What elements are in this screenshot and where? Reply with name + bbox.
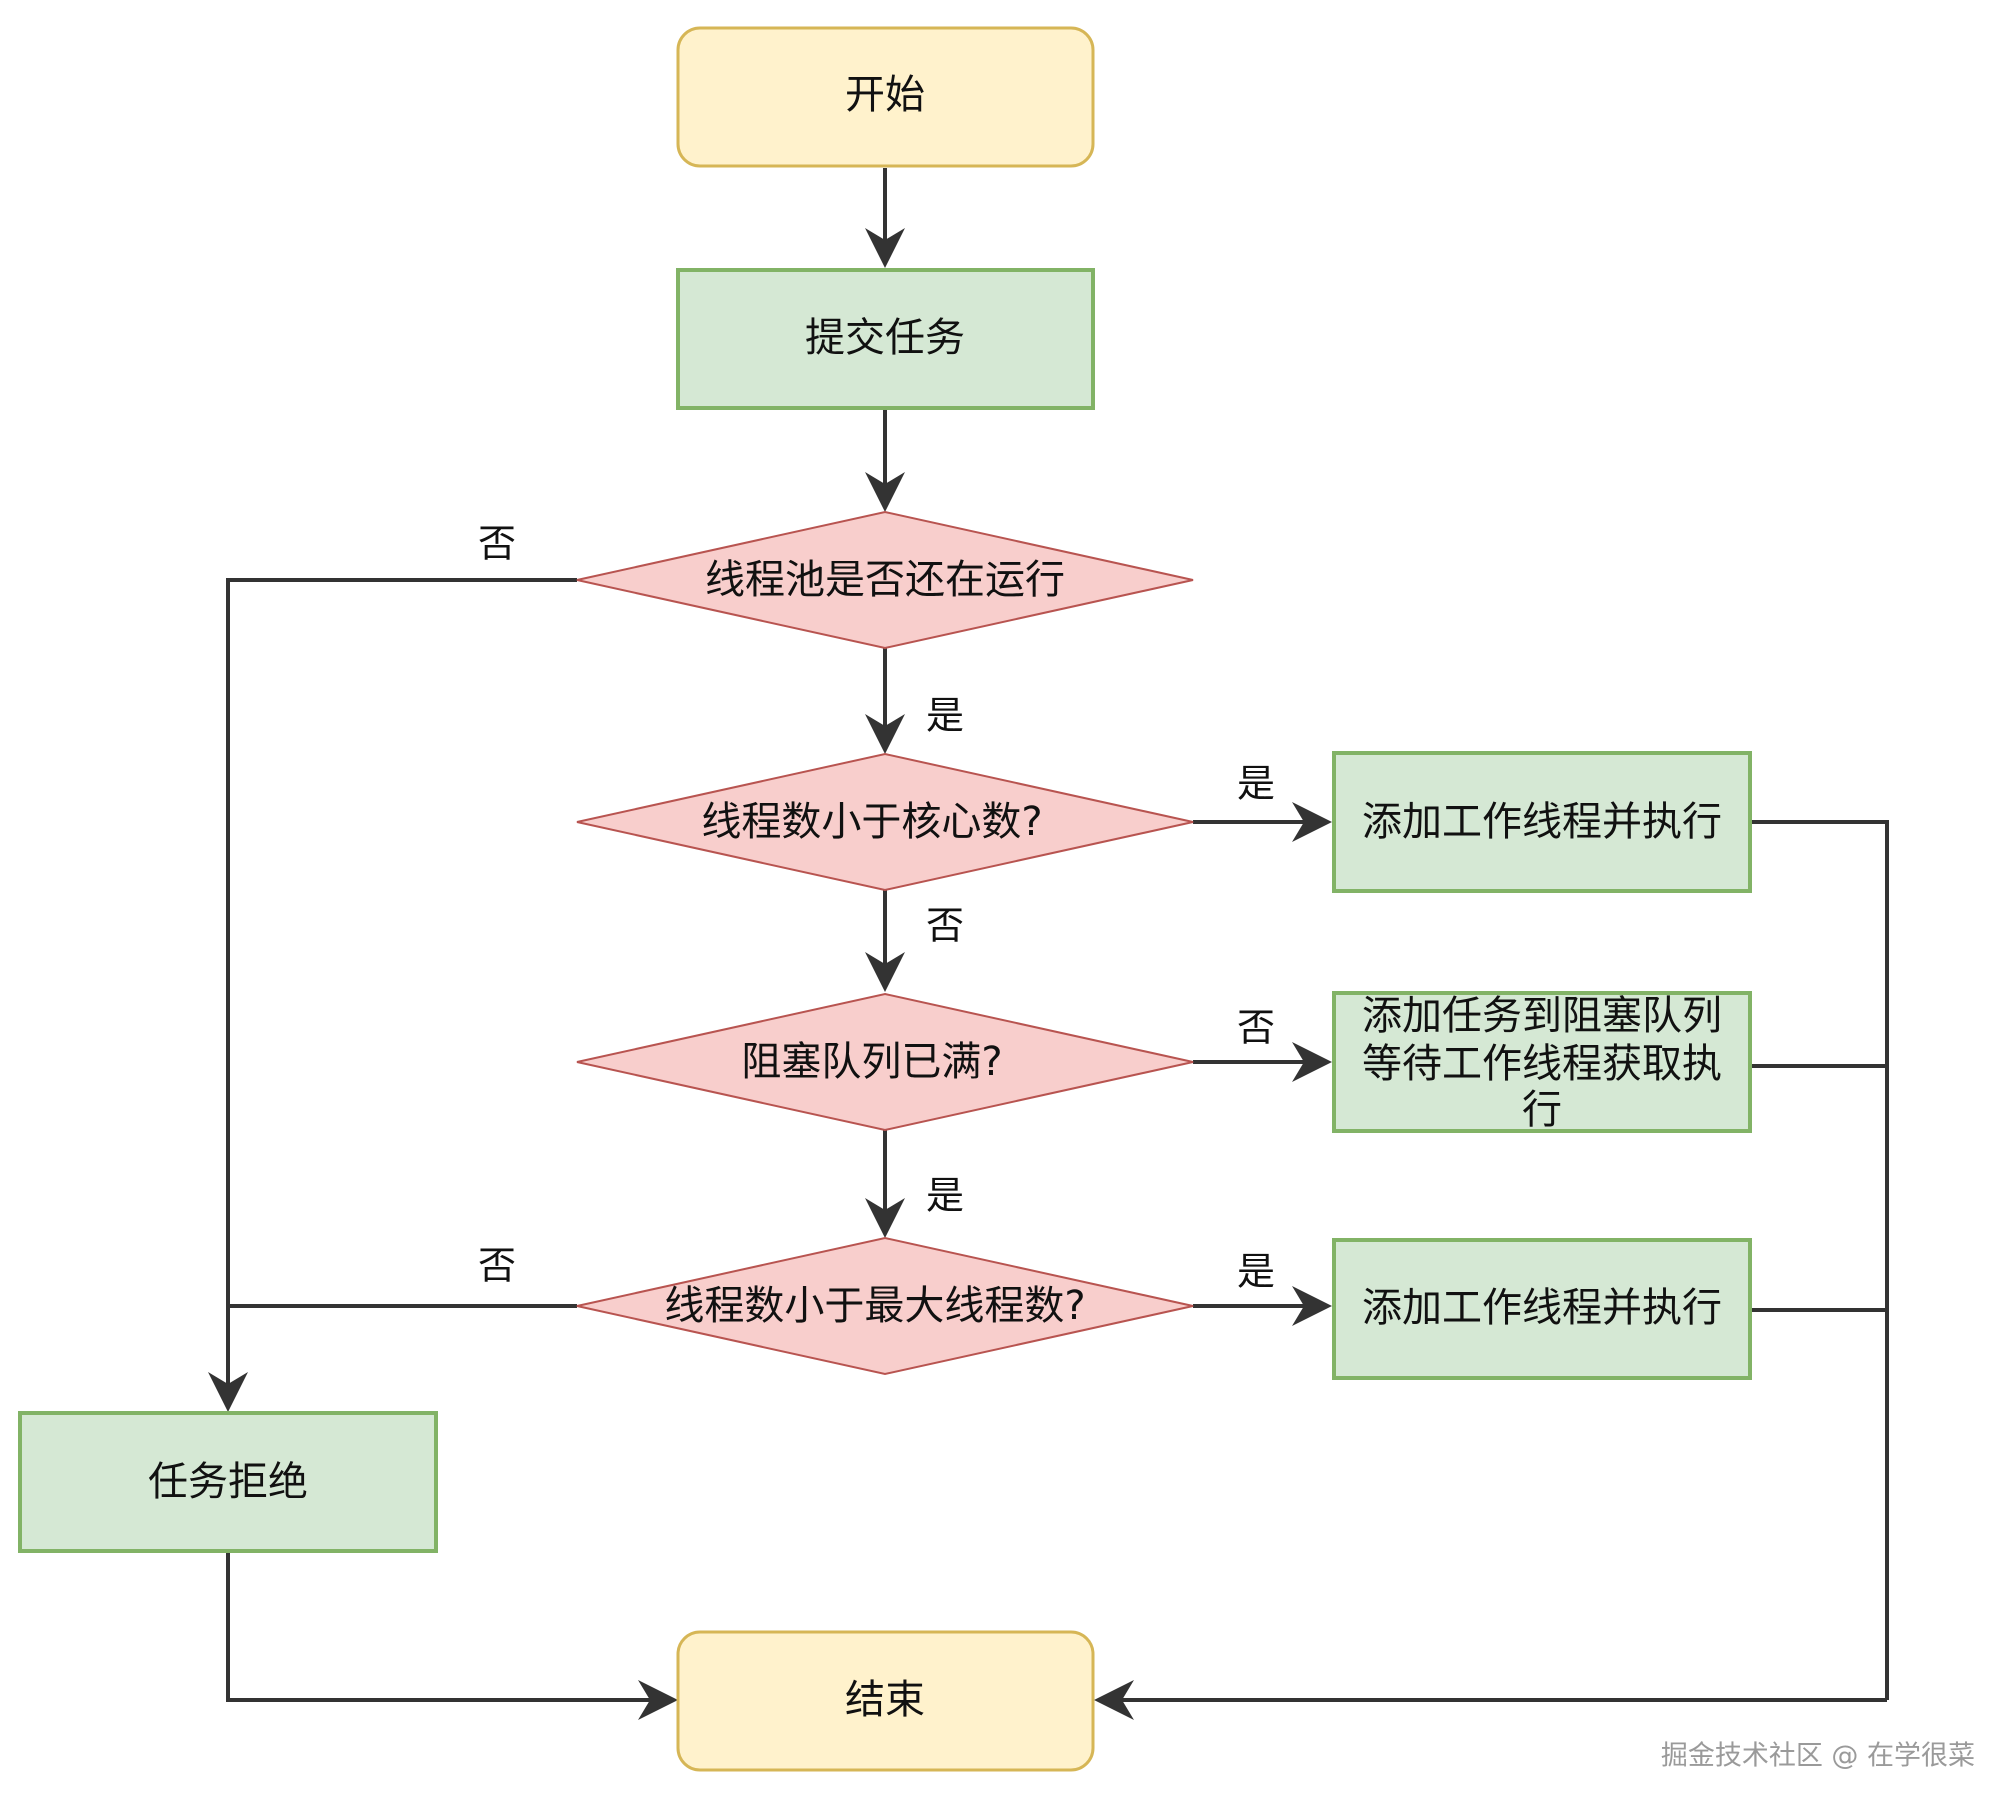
edge-running-no [208, 578, 577, 1412]
label-core-no: 否 [926, 904, 964, 948]
end-node: 结束 [676, 1630, 1095, 1772]
check-core-label: 线程数小于核心数? [701, 799, 1042, 845]
label-queue-no: 否 [1237, 1006, 1275, 1050]
watermark-text: 掘金技术社区 @ 在学很菜 [1661, 1741, 1975, 1772]
reject-task-node: 任务拒绝 [18, 1411, 438, 1553]
add-worker-label-1: 添加工作线程并执行 [1362, 799, 1722, 845]
start-label: 开始 [845, 72, 925, 118]
add-worker-node-2: 添加工作线程并执行 [1332, 1238, 1752, 1380]
enqueue-label-line-3: 行 [1522, 1087, 1562, 1133]
end-label: 结束 [845, 1677, 925, 1723]
edge-reject-to-end [226, 1552, 678, 1720]
label-max-no: 否 [478, 1244, 516, 1288]
submit-task-label: 提交任务 [805, 315, 965, 361]
enqueue-task-node: 添加任务到阻塞队列 等待工作线程获取执 行 [1332, 991, 1752, 1133]
label-max-yes: 是 [1237, 1250, 1275, 1294]
check-core-decision: 线程数小于核心数? [576, 752, 1194, 892]
add-worker-node-1: 添加工作线程并执行 [1332, 751, 1752, 893]
label-queue-yes: 是 [926, 1174, 964, 1218]
start-node: 开始 [676, 26, 1095, 168]
enqueue-label-line-1: 添加任务到阻塞队列 [1362, 993, 1722, 1039]
enqueue-label-line-2: 等待工作线程获取执 [1362, 1041, 1722, 1087]
check-queue-full-label: 阻塞队列已满? [741, 1039, 1002, 1085]
check-max-decision: 线程数小于最大线程数? [576, 1236, 1194, 1376]
check-max-label: 线程数小于最大线程数? [664, 1283, 1085, 1329]
submit-task-node: 提交任务 [676, 268, 1095, 410]
label-core-yes: 是 [1237, 762, 1275, 806]
reject-task-label: 任务拒绝 [148, 1459, 308, 1505]
check-running-decision: 线程池是否还在运行 [576, 510, 1194, 650]
edge-add-worker-1-out [1750, 820, 1889, 1700]
label-running-no: 否 [478, 522, 516, 566]
add-worker-label-2: 添加工作线程并执行 [1362, 1285, 1722, 1331]
check-queue-full-decision: 阻塞队列已满? [576, 992, 1194, 1132]
label-running-yes: 是 [926, 694, 964, 738]
check-running-label: 线程池是否还在运行 [705, 557, 1065, 603]
